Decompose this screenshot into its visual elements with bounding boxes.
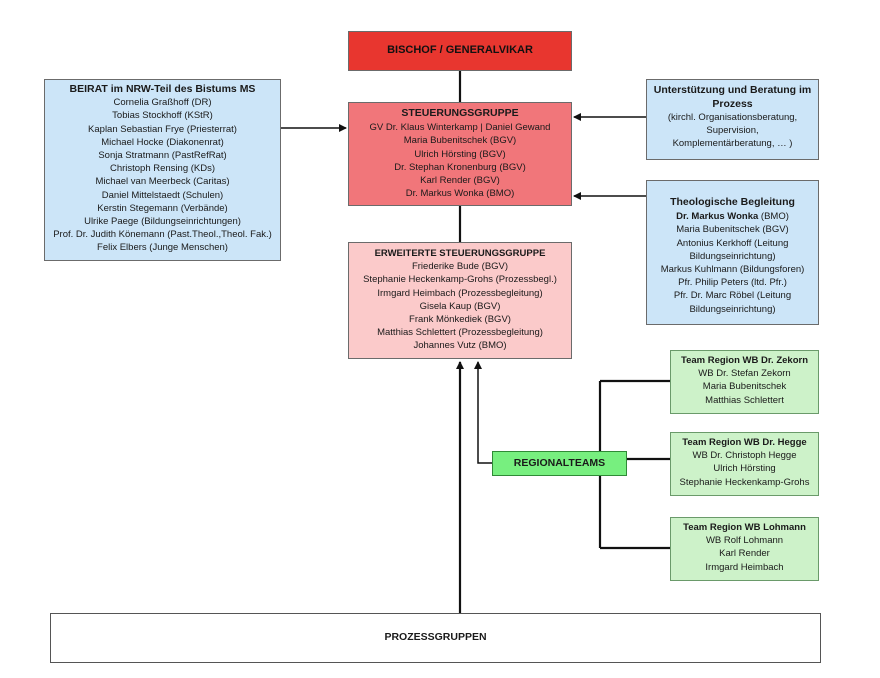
steuerungsgruppe-box: STEUERUNGSGRUPPE GV Dr. Klaus Winterkamp… xyxy=(348,102,572,206)
beirat-member: Cornelia Graßhoff (DR) xyxy=(113,97,212,109)
unterstuetzung-box: Unterstützung und Beratung im Prozess (k… xyxy=(646,79,819,160)
theologisch-lead: Dr. Markus Wonka (BMO) xyxy=(647,210,818,223)
erweiterte-member: Stephanie Heckenkamp-Grohs (Prozessbegl.… xyxy=(363,274,557,286)
bischof-label: BISCHOF / GENERALVIKAR xyxy=(387,44,533,57)
team-member: WB Dr. Stefan Zekorn xyxy=(698,368,791,380)
team-region-box: Team Region WB Dr. Zekorn WB Dr. Stefan … xyxy=(670,350,819,414)
steuerungsgruppe-member: Maria Bubenitschek (BGV) xyxy=(403,135,517,147)
unterstuetzung-title: Unterstützung und Beratung im xyxy=(653,84,812,96)
beirat-box: BEIRAT im NRW-Teil des Bistums MS Cornel… xyxy=(44,79,281,261)
beirat-member: Christoph Rensing (KDs) xyxy=(109,163,216,175)
erweiterte-member: Johannes Vutz (BMO) xyxy=(413,340,507,352)
beirat-member: Daniel Mittelstaedt (Schulen) xyxy=(101,189,224,201)
team-member: Maria Bubenitschek xyxy=(702,381,787,393)
regionalteams-label: REGIONALTEAMS xyxy=(513,456,606,469)
erweiterte-member: Matthias Schlettert (Prozessbegleitung) xyxy=(377,327,543,339)
erweiterte-member: Irmgard Heimbach (Prozessbegleitung) xyxy=(377,287,543,299)
team-region-box: Team Region WB Dr. Hegge WB Dr. Christop… xyxy=(670,432,819,496)
regionalteams-box: REGIONALTEAMS xyxy=(492,451,627,476)
theologisch-line: Markus Kuhlmann (Bildungsforen) xyxy=(660,264,805,276)
beirat-member: Prof. Dr. Judith Könemann (Past.Theol.,T… xyxy=(53,229,272,241)
beirat-member: Ulrike Paege (Bildungseinrichtungen) xyxy=(84,216,241,228)
steuerungsgruppe-member: Dr. Markus Wonka (BMO) xyxy=(405,188,515,200)
beirat-member: Michael van Meerbeck (Caritas) xyxy=(95,176,230,188)
theologisch-lead-name: Dr. Markus Wonka xyxy=(676,211,759,223)
steuerungsgruppe-member: Ulrich Hörsting (BGV) xyxy=(414,148,506,160)
team-member: WB Dr. Christoph Hegge xyxy=(692,450,797,462)
team-member: Ulrich Hörsting xyxy=(713,463,776,475)
team-member: Matthias Schlettert xyxy=(705,394,784,406)
erweiterte-member: Friederike Bude (BGV) xyxy=(411,261,509,273)
arrow-regionalteams-erweitert xyxy=(474,361,492,464)
beirat-member: Kaplan Sebastian Frye (Priesterrat) xyxy=(88,123,237,135)
team-region-box: Team Region WB Lohmann WB Rolf Lohmann K… xyxy=(670,517,819,581)
erweiterte-member: Gisela Kaup (BGV) xyxy=(419,300,501,312)
theologisch-line: Pfr. Dr. Marc Röbel (Leitung xyxy=(673,290,792,302)
unterstuetzung-line: (kirchl. Organisationsberatung, xyxy=(667,112,798,123)
steuerungsgruppe-member: GV Dr. Klaus Winterkamp | Daniel Gewand xyxy=(369,122,551,134)
erweiterte-steuerungsgruppe-box: ERWEITERTE STEUERUNGSGRUPPE Friederike B… xyxy=(348,242,572,359)
erweiterte-title: ERWEITERTE STEUERUNGSGRUPPE xyxy=(374,248,546,259)
beirat-title: BEIRAT im NRW-Teil des Bistums MS xyxy=(69,83,256,95)
beirat-member: Michael Hocke (Diakonenrat) xyxy=(101,136,224,148)
team-title: Team Region WB Lohmann xyxy=(683,522,806,533)
team-title: Team Region WB Dr. Zekorn xyxy=(680,355,809,366)
theologisch-line: Maria Bubenitschek (BGV) xyxy=(676,224,789,236)
team-member: Stephanie Heckenkamp-Grohs xyxy=(679,476,810,488)
prozessgruppen-box: PROZESSGRUPPEN xyxy=(50,613,821,663)
unterstuetzung-line: Komplementärberatung, … ) xyxy=(672,138,793,150)
team-member: WB Rolf Lohmann xyxy=(705,535,784,547)
beirat-member: Sonja Stratmann (PastRefRat) xyxy=(98,150,227,162)
prozessgruppen-label: PROZESSGRUPPEN xyxy=(384,631,487,644)
theologisch-line: Bildungseinrichtung) xyxy=(689,303,776,315)
beirat-member: Felix Elbers (Junge Menschen) xyxy=(97,242,228,254)
unterstuetzung-title: Prozess xyxy=(712,97,753,110)
theologisch-title: Theologische Begleitung xyxy=(670,196,795,208)
steuerungsgruppe-title: STEUERUNGSGRUPPE xyxy=(401,107,519,119)
bischof-generalvikar-box: BISCHOF / GENERALVIKAR xyxy=(348,31,572,71)
team-title: Team Region WB Dr. Hegge xyxy=(682,437,807,448)
theologisch-line: Bildungseinrichtung) xyxy=(689,250,776,262)
erweiterte-member: Frank Mönkediek (BGV) xyxy=(409,314,511,326)
steuerungsgruppe-member: Dr. Stephan Kronenburg (BGV) xyxy=(394,161,526,173)
theologische-begleitung-box: Theologische Begleitung Dr. Markus Wonka… xyxy=(646,180,819,325)
team-member: Irmgard Heimbach xyxy=(705,561,784,573)
theologisch-lead-suffix: (BMO) xyxy=(758,211,789,223)
steuerungsgruppe-member: Karl Render (BGV) xyxy=(420,175,500,187)
beirat-member: Kerstin Stegemann (Verbände) xyxy=(97,202,228,214)
beirat-member: Tobias Stockhoff (KStR) xyxy=(112,110,213,122)
theologisch-line: Pfr. Philip Peters (ltd. Pfr.) xyxy=(678,277,787,289)
theologisch-line: Antonius Kerkhoff (Leitung xyxy=(676,237,789,249)
unterstuetzung-line: Supervision, xyxy=(706,125,759,137)
team-member: Karl Render xyxy=(719,548,770,560)
